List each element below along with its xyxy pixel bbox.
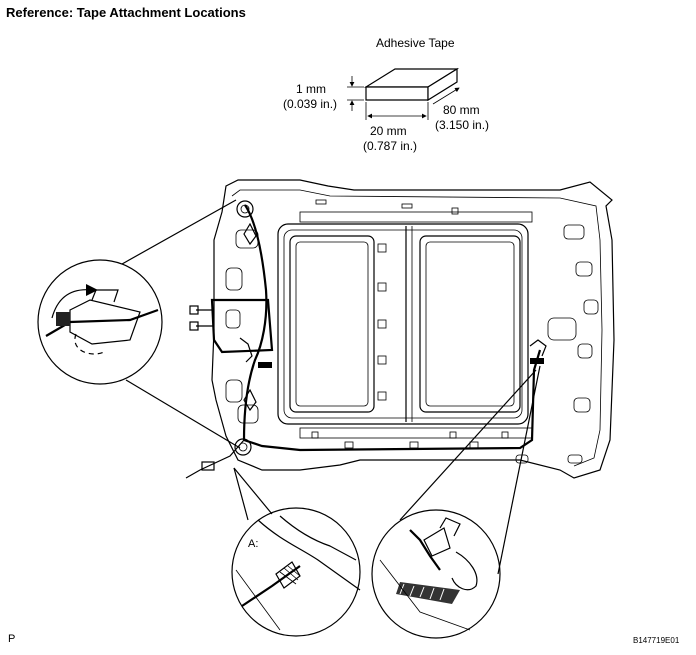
tape-length-in: (3.150 in.) [435,118,490,132]
tape-length-mm: 80 mm [443,103,480,117]
tape-width-mm: 20 mm [370,124,407,138]
tape-thickness-in: (0.039 in.) [283,97,338,111]
detail-circle-left [37,199,241,449]
figure-code: B147719E01 [633,636,680,645]
callout-a-label: A: [248,538,259,550]
tape-thickness-mm: 1 mm [296,82,326,96]
footer-page-letter: P [8,633,16,645]
tape-width-in: (0.787 in.) [363,139,418,153]
wire-harness [185,200,547,479]
adhesive-tape-icon [347,67,460,120]
adhesive-tape-label: Adhesive Tape [376,36,455,50]
diagram-title: Reference: Tape Attachment Locations [6,5,246,20]
detail-circle-a [231,467,361,637]
detail-circle-right [371,365,541,639]
roof-headliner [211,179,615,479]
